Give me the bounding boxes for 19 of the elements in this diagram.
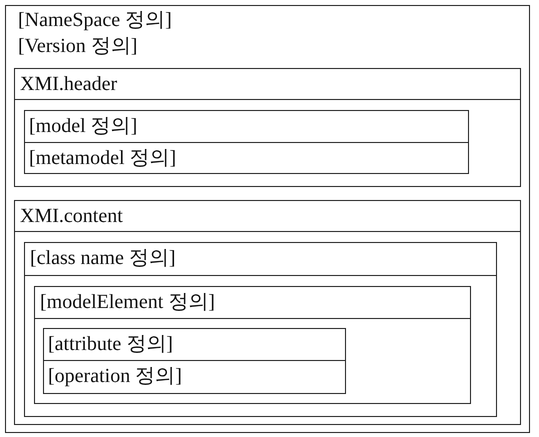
row-box — [24, 110, 469, 143]
node-label: [model 정의] — [29, 114, 138, 138]
node-label: [attribute 정의] — [48, 332, 173, 356]
section-heading: [class name 정의] — [30, 246, 176, 270]
section-heading: XMI.content — [20, 204, 123, 228]
node-label: [operation 정의] — [48, 364, 182, 388]
row-box — [24, 142, 469, 174]
section-heading: XMI.header — [20, 72, 118, 96]
section-box — [14, 200, 521, 425]
document-box — [5, 5, 530, 433]
section-box — [34, 286, 471, 404]
row-box — [43, 328, 346, 361]
node-label: [metamodel 정의] — [29, 146, 176, 170]
row-box — [43, 360, 346, 394]
section-box — [14, 68, 521, 187]
section-heading: [modelElement 정의] — [40, 290, 215, 314]
node-label: [NameSpace 정의] — [18, 8, 172, 32]
node-label: [Version 정의] — [18, 34, 138, 58]
section-box — [24, 242, 497, 417]
